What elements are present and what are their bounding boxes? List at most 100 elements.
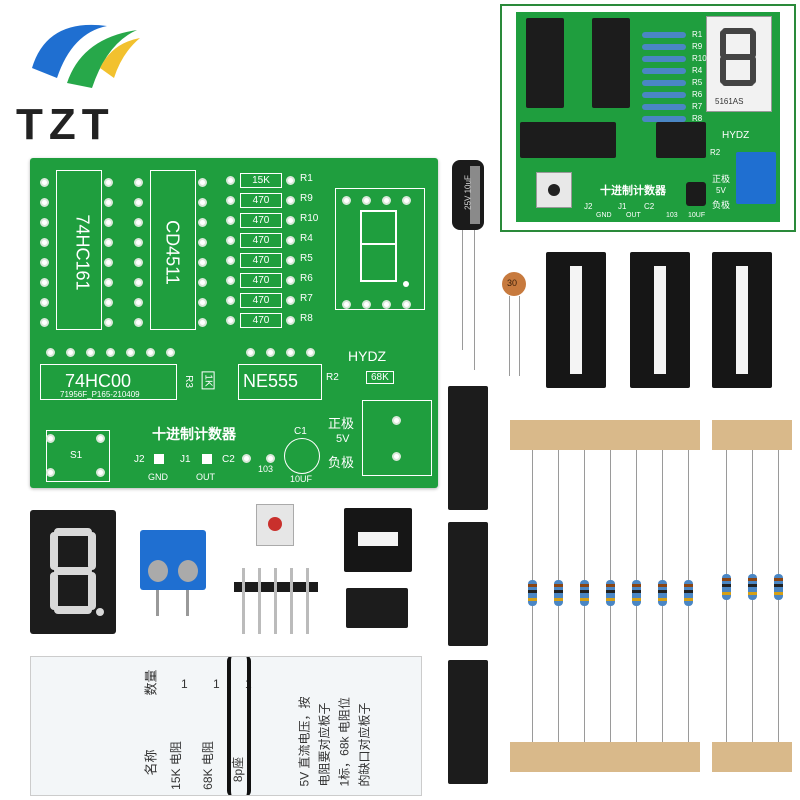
instruction-sheet: 名称 数量 15K 电阻 1 68K 电阻 1 8p座 1 5V 直流电压，按 … <box>30 656 422 796</box>
inset-j2: J2 <box>584 202 593 211</box>
terminal-footprint <box>362 400 432 476</box>
resistor <box>658 580 667 606</box>
chip-outline-74hc161 <box>56 170 102 330</box>
chip-label-cd4511: CD4511 <box>162 220 183 285</box>
seven-seg-footprint <box>335 188 425 310</box>
inset-pcb: 5161AS R1 R9 R10 R4 R5 R6 R7 R8 HYDZ R2 … <box>516 12 780 222</box>
pcb-title: 十进制计数器 <box>152 426 236 442</box>
assembled-inset: 5161AS R1 R9 R10 R4 R5 R6 R7 R8 HYDZ R2 … <box>500 4 796 232</box>
r2-name: R2 <box>326 372 339 383</box>
ic-socket-16 <box>546 252 606 388</box>
pcb-resistor-name: R7 <box>300 293 313 304</box>
logo-swoosh-icon <box>32 24 140 88</box>
pcb-resistor-value: 470 <box>240 193 282 208</box>
inset-j1: J1 <box>618 202 627 211</box>
ic-socket-8 <box>344 508 412 572</box>
inset-out: OUT <box>626 212 641 219</box>
inset-c2: C2 <box>644 202 655 211</box>
chip-outline-74hc00 <box>40 364 177 400</box>
seven-seg-icon <box>720 28 756 86</box>
inset-cap-value: 10UF <box>688 212 706 219</box>
resistor <box>632 580 641 606</box>
pcb-resistor-name: R4 <box>300 233 313 244</box>
seven-seg-outline-icon <box>360 210 409 287</box>
chip-outline-ne555 <box>238 364 322 400</box>
pcb-resistor-name: R9 <box>300 193 313 204</box>
pcb-resistor-value: 470 <box>240 213 282 228</box>
j1-label: J1 <box>180 454 191 465</box>
r2-value: 68K <box>366 371 394 384</box>
resistor <box>684 580 693 606</box>
screw-icon <box>148 560 168 582</box>
resistor <box>774 574 783 600</box>
inset-gnd: GND <box>596 212 612 219</box>
j2-label: J2 <box>134 454 145 465</box>
rubber-band <box>227 657 251 795</box>
ceramic-marking: 30 <box>507 278 518 288</box>
inset-title: 十进制计数器 <box>600 185 666 197</box>
pcb-resistor-name: R6 <box>300 273 313 284</box>
gnd-label: GND <box>148 472 168 482</box>
inset-brand-mark: HYDZ <box>722 130 750 141</box>
pcb-resistor-name: R5 <box>300 253 313 264</box>
inset-capacitor <box>686 182 706 206</box>
pcb-resistor-value: 470 <box>240 293 282 308</box>
electrolytic-capacitor: 25V 10uF <box>448 160 492 370</box>
dip-chip <box>448 386 488 510</box>
sheet-row-qty: 1 <box>213 677 220 691</box>
inset-display-code: 5161AS <box>715 97 744 106</box>
pcb-resistor-name: R8 <box>300 313 313 324</box>
pcb-resistor-name: R1 <box>300 173 313 184</box>
resistor <box>722 574 731 600</box>
pcb-code: 71956F_P165-210409 <box>60 390 140 399</box>
inset-neg-label: 负极 <box>712 200 731 210</box>
pcb-resistor-value: 470 <box>240 313 282 328</box>
brand-logo: TZT <box>12 8 152 149</box>
c1-label: C1 <box>294 426 307 437</box>
ic-socket-16 <box>712 252 772 388</box>
resistor <box>606 580 615 606</box>
pcb-brand-mark: HYDZ <box>348 348 387 364</box>
r3-name: R3 <box>182 375 194 388</box>
inset-button <box>536 172 572 208</box>
pcb-resistor-name: R10 <box>300 213 319 224</box>
chip-label-ne555: NE555 <box>243 371 299 391</box>
dip8-chip <box>346 588 408 628</box>
pcb-resistor-value: 470 <box>240 253 282 268</box>
screw-icon <box>178 560 198 582</box>
seven-seg-digit-icon <box>50 528 104 616</box>
s1-label: S1 <box>70 450 83 461</box>
neg-label: 负极 <box>328 455 355 470</box>
c1-footprint <box>284 438 320 474</box>
inset-chip-cd4511 <box>592 18 630 108</box>
pcb-resistor-value: 470 <box>240 233 282 248</box>
inset-chip-ne555 <box>656 122 706 158</box>
pcb-resistor-value: 15K <box>240 173 282 188</box>
pcb-resistor-value: 470 <box>240 273 282 288</box>
logo-text: TZT <box>16 100 115 149</box>
dip-chip <box>448 522 488 646</box>
sheet-row-name: 68K 电阻 <box>200 741 215 790</box>
chip-label-74hc161: 74HC161 <box>72 214 93 291</box>
resistor <box>580 580 589 606</box>
inset-chip-74hc161 <box>526 18 564 108</box>
pos-label: 正极 <box>328 416 355 431</box>
ic-socket-16 <box>630 252 690 388</box>
inset-chip-74hc00 <box>520 122 616 158</box>
out-label: OUT <box>196 472 215 482</box>
sheet-header-qty: 数量 <box>143 669 159 696</box>
inset-pos-label: 正极 <box>712 174 731 184</box>
resistor <box>528 580 537 606</box>
capacitor-marking: 25V 10uF <box>463 175 473 210</box>
r3-value: 1K <box>201 371 215 390</box>
resistor <box>748 574 757 600</box>
ceramic-capacitor: 30 <box>498 272 528 382</box>
tactile-button <box>256 504 294 546</box>
inset-terminal <box>736 152 776 204</box>
pcb-board: 74HC161 CD4511 15K 470 470 470 470 470 4… <box>30 158 438 488</box>
seven-seg-display <box>30 510 116 634</box>
pin-header <box>234 564 318 640</box>
sheet-row-qty: 1 <box>181 677 188 691</box>
sheet-header-name: 名称 <box>143 749 159 776</box>
inset-seven-seg: 5161AS <box>706 16 772 112</box>
